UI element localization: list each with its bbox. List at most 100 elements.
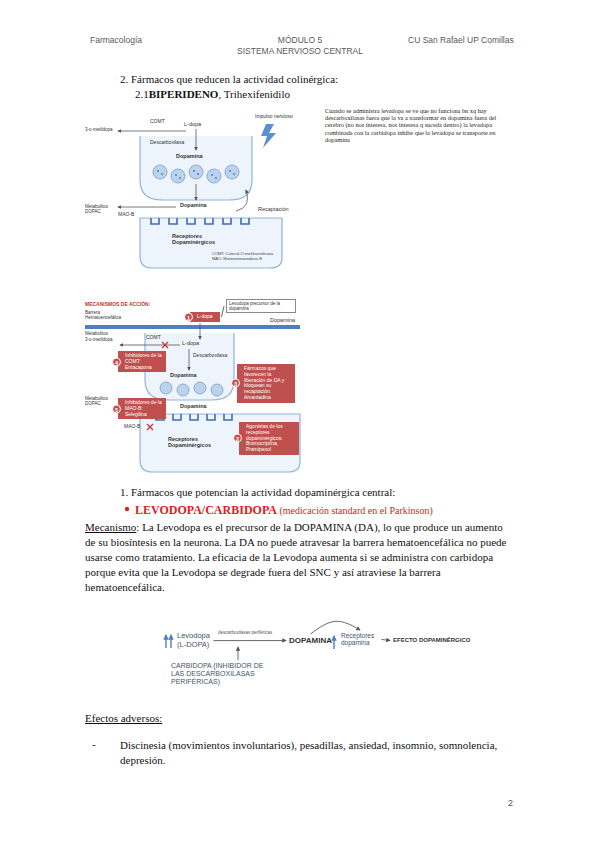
pathway-arrow <box>118 131 186 132</box>
vesicle-dot <box>157 170 235 179</box>
lightning-symbol <box>261 124 276 148</box>
callout-box: 3Fármacos que favorecen la liberación de… <box>237 364 295 403</box>
inhibition-cross <box>147 424 153 430</box>
inhibition-cross <box>147 424 153 430</box>
receptor-symbol <box>190 414 198 420</box>
text-label: MÓDULO 5 <box>200 36 400 46</box>
vesicle-dot <box>193 170 195 172</box>
pathway-arrow <box>200 323 201 339</box>
text-run: Mecanismo <box>85 521 136 533</box>
node-text: Inhibidores de la MAO-B: Selegilina <box>125 400 163 417</box>
pathway-arrow <box>120 345 180 346</box>
blood-brain-barrier <box>85 325 300 329</box>
text-label: L-dopa <box>184 121 201 127</box>
callout-number: 5 <box>112 404 121 413</box>
text-label: COMT: Catecol-O-metiltransferasa MAO: Mo… <box>212 252 280 261</box>
text-label: Barrera Hematoencefálica <box>85 310 135 320</box>
postsynaptic-neuron <box>140 218 282 268</box>
text-row: 2.1BIPERIDENO, Trihexifenidilo <box>135 88 290 100</box>
text-label: Cuando se administra levadopa se ve que … <box>325 107 503 143</box>
inhibition-cross <box>162 342 168 348</box>
vesicle-dot <box>161 173 163 175</box>
node-text: L-dopa <box>197 314 217 320</box>
callout-number: 4 <box>112 357 121 366</box>
node-text: Fármacos que favorecen la liberación de … <box>244 366 292 401</box>
text-label: Metabolitos <box>85 331 108 336</box>
text-label: L-dopa <box>182 340 199 346</box>
receptor-symbol <box>156 414 232 420</box>
text-label: MAO-B <box>124 424 140 430</box>
callout-box: 5Inhibidores de la MAO-B: Selegilina <box>118 398 166 419</box>
node-text: Agonistas de los receptores dopaminérgic… <box>246 424 296 453</box>
receptor-symbol <box>151 218 159 224</box>
blood-brain-barrier <box>85 325 300 329</box>
pathway-arrow <box>118 207 176 208</box>
vesicle <box>153 165 167 179</box>
text-label: MAO-B <box>118 212 134 218</box>
text-label: 3-o-metildopa <box>85 127 113 132</box>
receptor-symbol <box>224 414 232 420</box>
text-run: : La Levodopa es el precursor de la DOPA… <box>85 521 507 593</box>
text-row: Mecanismo: La Levodopa es el precursor d… <box>85 520 515 595</box>
receptor-symbol <box>207 414 215 420</box>
vesicle-dot <box>179 177 181 179</box>
connector-arrow <box>222 306 225 317</box>
text-run: LEVODOPA/CARBIDOPA <box>135 503 277 517</box>
pathway-arrow <box>236 190 248 211</box>
text-label: 1. Fármacos que potencian la actividad d… <box>120 486 395 499</box>
vesicle <box>171 169 185 183</box>
text-label: 3-o-metildopa <box>85 337 113 342</box>
pathway-arrow <box>118 129 248 211</box>
callout-number: 3 <box>231 379 240 388</box>
receptor-symbol <box>205 218 213 224</box>
flow-step: Levodopa (L-DOPA) <box>176 632 212 649</box>
vesicle <box>211 384 223 396</box>
text-label: Dopamina <box>176 153 203 159</box>
inhibition-arrow <box>238 647 239 660</box>
pathway-arrow <box>189 349 190 370</box>
bullet-dot <box>125 507 129 511</box>
connector-arrow <box>382 639 391 641</box>
text-label: Dopamina <box>170 372 197 378</box>
receptor-symbol <box>173 414 181 420</box>
text-label: COMT <box>146 335 161 341</box>
text-label: Dopamina <box>180 403 207 409</box>
text-label: Recaptación <box>258 206 289 212</box>
lightning-symbol <box>261 124 276 148</box>
postsynaptic-neuron <box>140 414 300 472</box>
receptor-symbol <box>151 218 249 224</box>
postsynaptic-neuron <box>140 414 300 472</box>
callout-box: 4Inhibidores de la COMT: Entacapona <box>118 351 166 372</box>
text-label: Metabolitos DOPAC <box>85 396 115 406</box>
bullet-dot <box>125 507 129 511</box>
callout-number: 2 <box>233 434 242 443</box>
text-label: Efectos adversos: <box>85 712 162 725</box>
text-run: (medicación standard en el Parkinson) <box>277 505 433 516</box>
text-label: Farmacología <box>90 36 142 46</box>
flow-step: DOPAMINA <box>288 636 333 645</box>
vesicle <box>189 165 203 179</box>
text-label: Dopamina <box>270 317 295 323</box>
text-label: 2. Fármacos que reducen la actividad col… <box>120 73 338 86</box>
increase-arrow <box>333 636 334 649</box>
vesicle-dot <box>233 173 235 175</box>
text-label: COMT <box>150 119 165 125</box>
vesicle-dot <box>229 170 231 172</box>
text-run: , Trihexifenidilo <box>218 88 290 100</box>
callout-box: 1L-dopa <box>190 312 220 322</box>
note-box: Levodopa precursor de la dopamina <box>226 299 296 313</box>
inhibition-arrow <box>238 647 239 660</box>
node-text: Receptores dopamina <box>341 632 379 647</box>
text-label: - <box>92 738 96 751</box>
text-label: Receptores Dopaminérgicos <box>168 436 226 449</box>
callout-number: 1 <box>184 312 193 321</box>
vesicle-dot <box>197 173 199 175</box>
node-text: Levodopa precursor de la dopamina <box>229 301 293 311</box>
pathway-arrow <box>196 129 197 150</box>
vesicle-dot <box>215 177 217 179</box>
vesicle-dot <box>157 170 159 172</box>
vesicle-dot <box>175 174 177 176</box>
flow-step: Receptores dopamina <box>340 632 380 647</box>
text-label: Descarboxilasa <box>150 140 184 146</box>
